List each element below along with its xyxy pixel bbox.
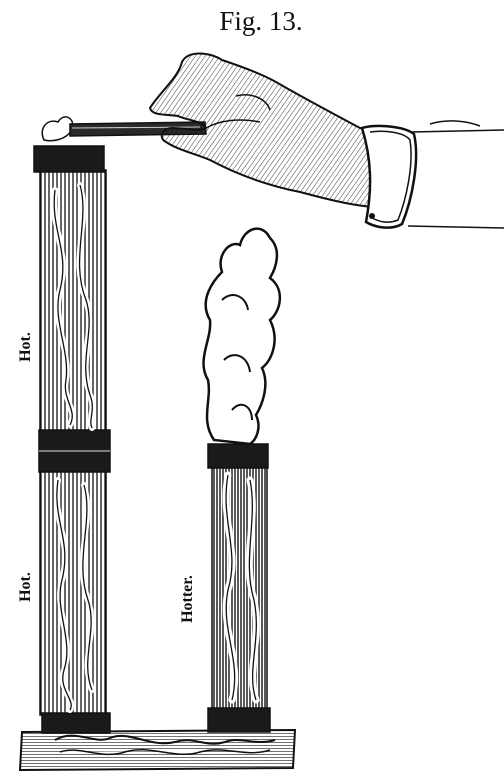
tall-chimney-tube-icon [34, 117, 110, 733]
base-board-icon [20, 730, 295, 770]
smoke-plume-icon [203, 229, 279, 444]
hand-icon [150, 54, 504, 229]
label-hotter: Hotter. [179, 567, 197, 631]
short-chimney-tube-icon [208, 444, 270, 732]
label-hot-upper: Hot. [17, 327, 35, 367]
label-hot-lower: Hot. [17, 567, 35, 607]
